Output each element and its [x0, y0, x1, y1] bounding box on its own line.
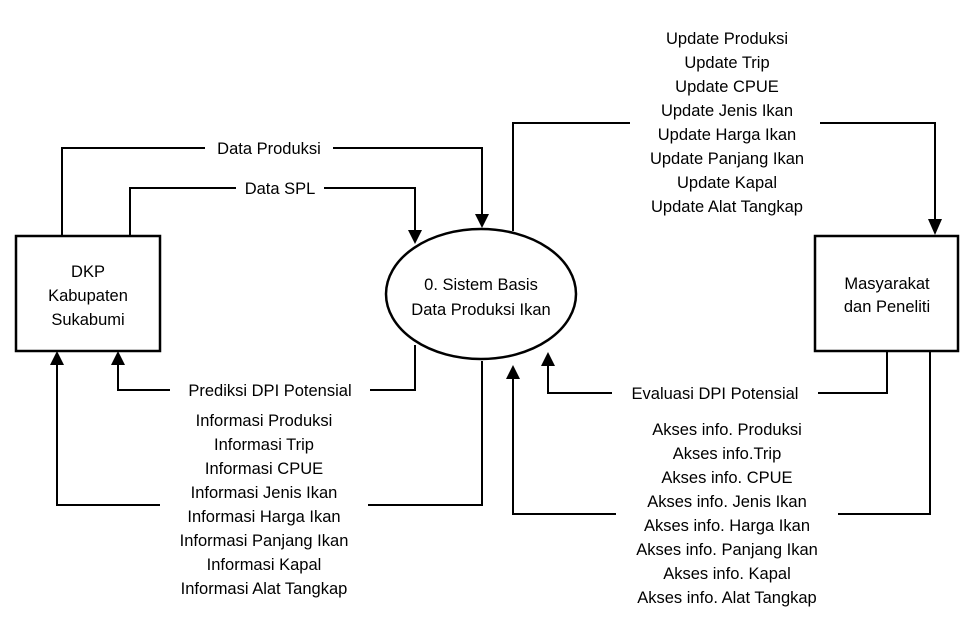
akses-item: Akses info. Alat Tangkap: [637, 589, 816, 607]
informasi-item: Informasi Trip: [214, 436, 314, 454]
entity-dkp[interactable]: DKP Kabupaten Sukabumi: [14, 234, 162, 353]
update-item: Update Kapal: [677, 174, 777, 192]
flow-label: Data Produksi: [217, 140, 321, 158]
informasi-item: Informasi CPUE: [205, 460, 323, 478]
entity-masyarakat[interactable]: Masyarakat dan Peneliti: [813, 234, 960, 353]
update-item: Update Jenis Ikan: [661, 102, 793, 120]
akses-item: Akses info. Panjang Ikan: [636, 541, 818, 559]
entity-dkp-line-1: DKP: [71, 263, 105, 281]
update-item: Update Trip: [684, 54, 769, 72]
arrowhead-down-icon: [475, 214, 489, 228]
akses-item: Akses info. Harga Ikan: [644, 517, 810, 535]
arrowhead-up-icon: [50, 351, 64, 365]
arrowhead-down-icon: [928, 219, 942, 235]
flow-label: Evaluasi DPI Potensial: [632, 385, 799, 403]
informasi-item: Informasi Alat Tangkap: [181, 580, 348, 598]
informasi-item: Informasi Kapal: [207, 556, 322, 574]
process-ellipse: [384, 227, 578, 361]
label-data-produksi: Data Produksi: [205, 138, 333, 158]
entity-dkp-line-3: Sukabumi: [51, 311, 124, 329]
update-item: Update Produksi: [666, 30, 788, 48]
label-informasi-list: Informasi Produksi Informasi Trip Inform…: [160, 406, 368, 602]
update-item: Update Panjang Ikan: [650, 150, 804, 168]
informasi-item: Informasi Produksi: [196, 412, 333, 430]
arrowhead-up-icon: [506, 365, 520, 379]
label-prediksi-dpi: Prediksi DPI Potensial: [170, 380, 370, 400]
arrowhead-up-icon: [111, 351, 125, 365]
label-update-list: Update Produksi Update Trip Update CPUE …: [630, 28, 820, 218]
informasi-item: Informasi Jenis Ikan: [191, 484, 338, 502]
entity-box: [14, 234, 162, 353]
entity-dkp-line-2: Kabupaten: [48, 287, 128, 305]
label-evaluasi-dpi: Evaluasi DPI Potensial: [612, 383, 818, 403]
akses-item: Akses info.Trip: [673, 445, 782, 463]
arrowhead-up-icon: [541, 352, 555, 366]
label-data-spl: Data SPL: [236, 178, 324, 198]
label-akses-list: Akses info. Produksi Akses info.Trip Aks…: [616, 415, 838, 611]
update-item: Update CPUE: [675, 78, 779, 96]
akses-item: Akses info. CPUE: [661, 469, 792, 487]
flow-label: Prediksi DPI Potensial: [188, 382, 351, 400]
akses-item: Akses info. Kapal: [663, 565, 791, 583]
entity-masyarakat-line-2: dan Peneliti: [844, 298, 930, 316]
arrowhead-down-icon: [408, 230, 422, 244]
process-sistem-basis-data[interactable]: 0. Sistem Basis Data Produksi Ikan: [384, 227, 578, 361]
update-item: Update Alat Tangkap: [651, 198, 803, 216]
informasi-item: Informasi Panjang Ikan: [180, 532, 349, 550]
entity-box: [813, 234, 960, 353]
informasi-item: Informasi Harga Ikan: [187, 508, 340, 526]
entity-masyarakat-line-1: Masyarakat: [844, 275, 930, 293]
process-line-1: 0. Sistem Basis: [424, 276, 538, 294]
akses-item: Akses info. Produksi: [652, 421, 801, 439]
akses-item: Akses info. Jenis Ikan: [647, 493, 807, 511]
process-line-2: Data Produksi Ikan: [411, 301, 550, 319]
update-item: Update Harga Ikan: [658, 126, 797, 144]
flow-label: Data SPL: [245, 180, 316, 198]
